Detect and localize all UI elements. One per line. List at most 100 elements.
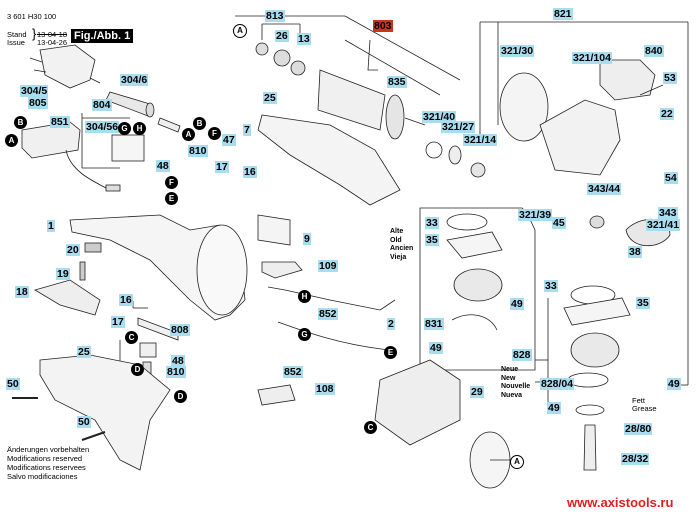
part-label-304-6: 304/6 <box>120 74 149 86</box>
part-label-33-new: 33 <box>544 280 558 292</box>
grease-note-de: Fett <box>632 396 645 405</box>
old-variant-de: Alte <box>390 228 404 235</box>
new-variant-en: New <box>501 374 516 382</box>
part-label-45: 45 <box>552 217 566 229</box>
new-variant-fr: Nouvelle <box>501 383 531 390</box>
callout-d-1: D <box>131 363 144 376</box>
part-label-851: 851 <box>50 116 70 128</box>
brace: } <box>32 26 37 41</box>
part-label-25-low: 25 <box>77 346 91 358</box>
new-variant-es: Nueva <box>501 391 523 399</box>
side-handle <box>39 354 171 471</box>
part-label-26: 26 <box>275 30 289 42</box>
part-label-29: 29 <box>470 386 484 398</box>
disclaimer-fr: Modifications reservees <box>7 463 86 472</box>
part-label-321-40: 321/40 <box>422 111 457 123</box>
part-number: 3 601 H30 100 <box>7 12 57 21</box>
callout-f-1: F <box>208 127 221 140</box>
part-label-50-b: 50 <box>77 416 91 428</box>
stand-label: Stand <box>7 30 27 39</box>
issue-date: 13-04-26 <box>37 38 68 47</box>
callout-e-2: E <box>384 346 397 359</box>
callout-c-2: C <box>125 331 138 344</box>
part-label-49-new-a: 49 <box>667 378 681 390</box>
callout-h-1: H <box>133 122 146 135</box>
callout-h-2: H <box>298 290 311 303</box>
callout-a-2: A <box>182 128 195 141</box>
part-label-321-30: 321/30 <box>500 45 535 57</box>
old-variant-es: Vieja <box>390 253 407 261</box>
part-label-321-41: 321/41 <box>646 219 681 231</box>
part-label-35-old: 35 <box>425 234 439 246</box>
callout-a-open-1: A <box>233 24 247 38</box>
motor-housing <box>69 214 248 321</box>
callout-d-2: D <box>174 390 187 403</box>
callout-f-2: F <box>165 176 178 189</box>
disclaimer-de: Änderungen vorbehalten <box>7 445 90 454</box>
part-label-828: 828 <box>512 349 532 361</box>
part-label-840: 840 <box>644 45 664 57</box>
part-label-304-5: 304/5 <box>20 85 49 97</box>
part-label-808: 808 <box>170 324 190 336</box>
part-label-25-top: 25 <box>263 92 277 104</box>
disclaimer-es: Salvo modificaciones <box>7 472 78 481</box>
part-label-16-low: 16 <box>119 294 133 306</box>
part-label-16-top: 16 <box>243 166 257 178</box>
part-label-810-low: 810 <box>166 366 186 378</box>
part-label-831: 831 <box>424 318 444 330</box>
part-label-17-low: 17 <box>111 316 125 328</box>
part-label-321-27: 321/27 <box>441 121 476 133</box>
part-label-35-new: 35 <box>636 297 650 309</box>
stator-field-coil <box>374 359 461 446</box>
callout-g-1: G <box>118 122 131 135</box>
new-variant-de: Neue <box>501 366 519 373</box>
part-label-7: 7 <box>243 124 251 136</box>
callout-e-1: E <box>165 192 178 205</box>
part-label-13: 13 <box>297 33 311 45</box>
part-label-2: 2 <box>387 318 395 330</box>
part-label-852-b: 852 <box>283 366 303 378</box>
grease-note-en: Grease <box>632 404 657 413</box>
part-label-835: 835 <box>387 76 407 88</box>
part-label-108: 108 <box>315 383 335 395</box>
part-label-109: 109 <box>318 260 338 272</box>
part-label-28-32: 28/32 <box>621 453 650 465</box>
watermark-link[interactable]: www.axistools.ru <box>567 495 674 510</box>
part-label-343: 343 <box>658 207 678 219</box>
part-label-813: 813 <box>265 10 285 22</box>
part-label-321-39: 321/39 <box>518 209 553 221</box>
part-label-321-14: 321/14 <box>463 134 498 146</box>
stand-old-date: 13-04-18 <box>37 30 68 39</box>
part-label-49-old-b: 49 <box>429 342 443 354</box>
part-label-821: 821 <box>553 8 573 20</box>
part-label-33-old: 33 <box>425 217 439 229</box>
part-label-852-a: 852 <box>318 308 338 320</box>
power-plug <box>29 44 101 89</box>
part-label-49-new-b: 49 <box>547 402 561 414</box>
callout-c-1: C <box>364 421 377 434</box>
part-label-48-low: 48 <box>171 355 185 367</box>
part-label-22: 22 <box>660 108 674 120</box>
callout-b-2: B <box>193 117 206 130</box>
new-variant-note: Neue New Nouvelle Nueva <box>501 366 530 400</box>
part-label-805: 805 <box>28 97 48 109</box>
part-label-19: 19 <box>56 268 70 280</box>
cable-sleeve <box>105 91 155 118</box>
part-label-9: 9 <box>303 233 311 245</box>
part-label-38: 38 <box>628 246 642 258</box>
part-label-28-80: 28/80 <box>624 423 653 435</box>
armature <box>317 69 426 140</box>
part-label-20: 20 <box>66 244 80 256</box>
figure-label: Fig./Abb. 1 <box>71 29 134 43</box>
part-label-48-top: 48 <box>156 160 170 172</box>
issue-label: Issue <box>7 38 25 47</box>
part-label-810-top: 810 <box>188 145 208 157</box>
part-label-304-56: 304/56 <box>85 121 120 133</box>
callout-a-open-2: A <box>510 455 524 469</box>
part-label-54: 54 <box>664 172 678 184</box>
part-label-53: 53 <box>663 72 677 84</box>
callout-g-2: G <box>298 328 311 341</box>
disclaimer-en: Modifications reserved <box>7 454 83 463</box>
